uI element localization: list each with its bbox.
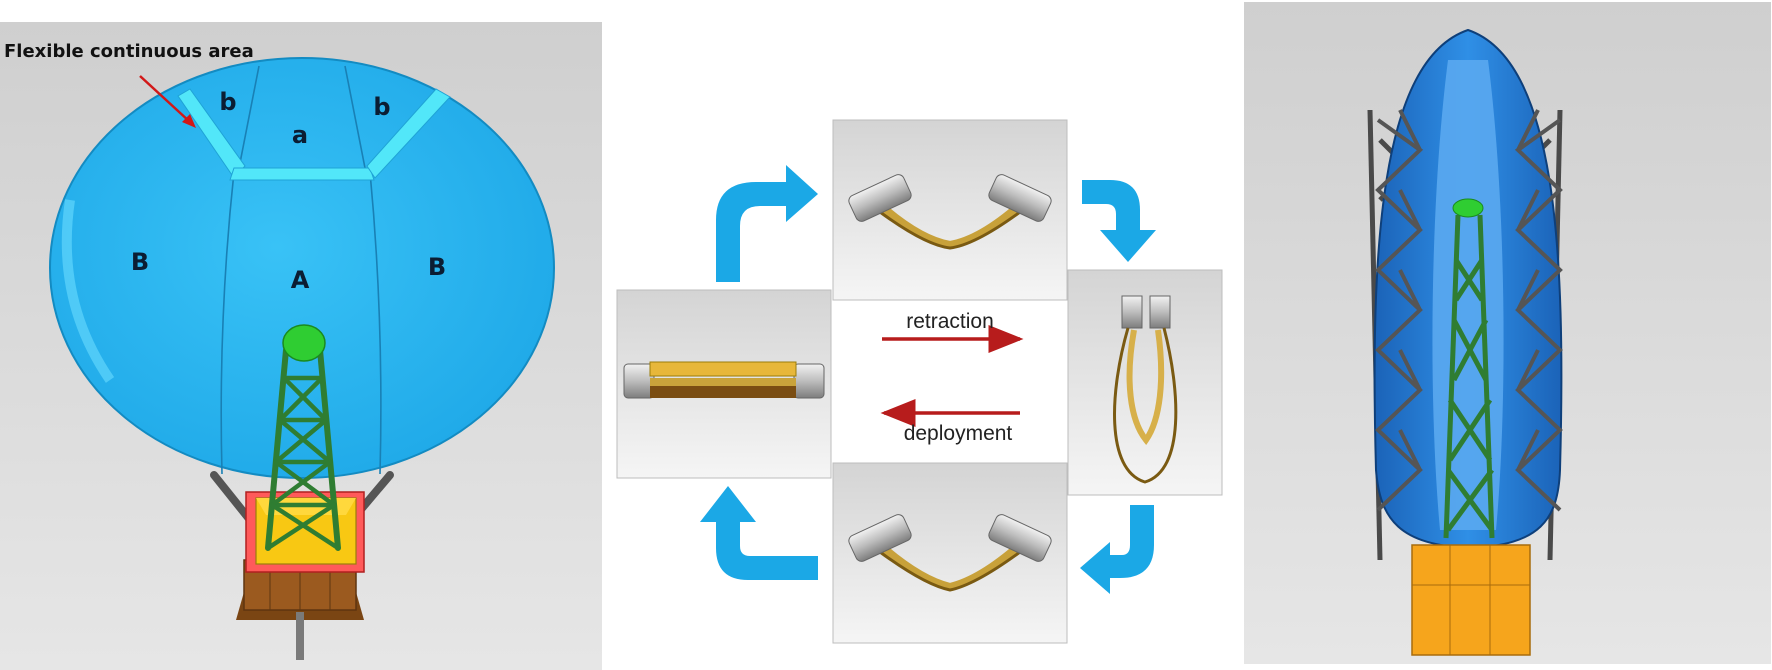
region-label-big-a: A: [291, 266, 310, 294]
reflector-dish: [49, 57, 555, 479]
state-panel-left: [616, 289, 832, 479]
stowed-feed-truss: [1443, 214, 1495, 539]
flexible-continuous-strip: [177, 88, 451, 181]
left-panel-antenna-deployed: b a b B A B Flexible continuous area: [0, 22, 602, 670]
stowed-center-panel: [1432, 60, 1504, 530]
state-panel-top: [832, 119, 1068, 301]
region-label-a-small: a: [292, 121, 308, 149]
region-label-big-b-right: B: [428, 253, 446, 281]
annotation-arrow: [139, 75, 191, 123]
cycle-arrow-left-to-top: [716, 165, 818, 282]
flexible-area-annotation: Flexible continuous area: [4, 41, 254, 62]
stowed-feed-hub: [1452, 198, 1484, 218]
region-label-b-left: b: [219, 88, 236, 116]
annotation-arrow-head: [182, 114, 196, 128]
panel-seams: [220, 65, 382, 475]
state-panel-right: [1067, 269, 1223, 496]
dish-rim-highlight: [61, 199, 115, 383]
cycle-arrow-bottom-to-left: [700, 486, 818, 580]
cycle-arrow-right-to-bottom: [1080, 505, 1154, 594]
middle-panel-cycle: retraction deployment: [616, 119, 1223, 644]
base-box: [236, 491, 365, 660]
region-label-b-right: b: [373, 93, 390, 121]
deployment-label: deployment: [904, 422, 1013, 445]
feed-support-truss: [265, 347, 341, 551]
feed-hub: [282, 324, 326, 362]
cycle-arrow-top-to-right: [1082, 180, 1156, 262]
right-panel-antenna-stowed: [1244, 2, 1771, 664]
stowed-base: [1411, 544, 1531, 656]
retraction-label: retraction: [906, 310, 994, 333]
left-lattice: [1375, 109, 1424, 512]
region-label-big-b-left: B: [131, 248, 149, 276]
cycle-arrows: [700, 165, 1156, 594]
state-panel-bottom: [832, 462, 1068, 644]
right-lattice: [1514, 109, 1563, 512]
